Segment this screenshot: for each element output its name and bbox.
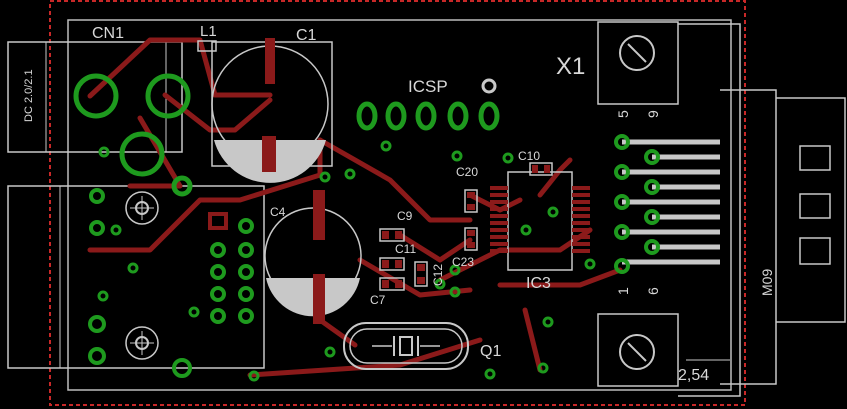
smd-capacitors [197, 40, 553, 291]
label-c23: C23 [452, 255, 474, 269]
label-c1: C1 [296, 27, 317, 44]
label-ic3: IC3 [526, 275, 551, 292]
capacitor-c1 [211, 38, 333, 183]
label-icsp: ICSP [408, 77, 448, 96]
label-pin6: 6 [645, 287, 661, 295]
icsp-header-pads [356, 101, 500, 131]
label-c20: C20 [456, 165, 478, 179]
board-outline [67, 19, 732, 391]
label-pin9: 9 [645, 110, 661, 118]
label-dc: DC 2.0/2.1 [23, 69, 35, 122]
label-pin1: 1 [615, 287, 631, 295]
label-pin5: 5 [615, 110, 631, 118]
db9-mounting-hole-bottom [619, 334, 655, 370]
label-cn1: CN1 [92, 25, 124, 42]
rj-pin1-pad [208, 212, 228, 230]
label-x1: X1 [556, 53, 585, 80]
rj-mounting-hole-top [125, 191, 159, 225]
board-boundary [49, 0, 746, 406]
label-c10: C10 [518, 149, 540, 163]
capacitor-c4 [264, 190, 362, 324]
label-c9: C9 [397, 209, 413, 223]
vias [97, 140, 596, 382]
rj-connector-pads [88, 188, 254, 378]
label-q1: Q1 [480, 343, 501, 360]
label-c12: C12 [431, 264, 445, 286]
db9-pads [614, 134, 660, 274]
db9-mounting-hole-top [619, 35, 655, 71]
ic3-chip [490, 171, 590, 271]
dc-jack-pads [73, 73, 193, 197]
silkscreen-labels: CN1 L1 C1 ICSP X1 C4 C9 C10 C20 C11 C12 … [23, 23, 775, 384]
rj-mounting-hole-bottom [125, 326, 159, 360]
label-c11: C11 [395, 242, 416, 256]
label-pitch: 2,54 [678, 367, 709, 384]
db9-connector [597, 21, 846, 397]
smd-pads [382, 165, 550, 288]
label-l1: L1 [200, 23, 217, 40]
icsp-pin1-marker [481, 78, 497, 94]
rj-connector-body [59, 185, 265, 369]
label-c4: C4 [270, 205, 286, 219]
crystal-q1 [343, 322, 469, 370]
db9-pin-traces [622, 139, 720, 265]
label-m09: M09 [759, 269, 775, 296]
rj-pad-2 [238, 218, 254, 234]
label-c7: C7 [370, 293, 386, 307]
